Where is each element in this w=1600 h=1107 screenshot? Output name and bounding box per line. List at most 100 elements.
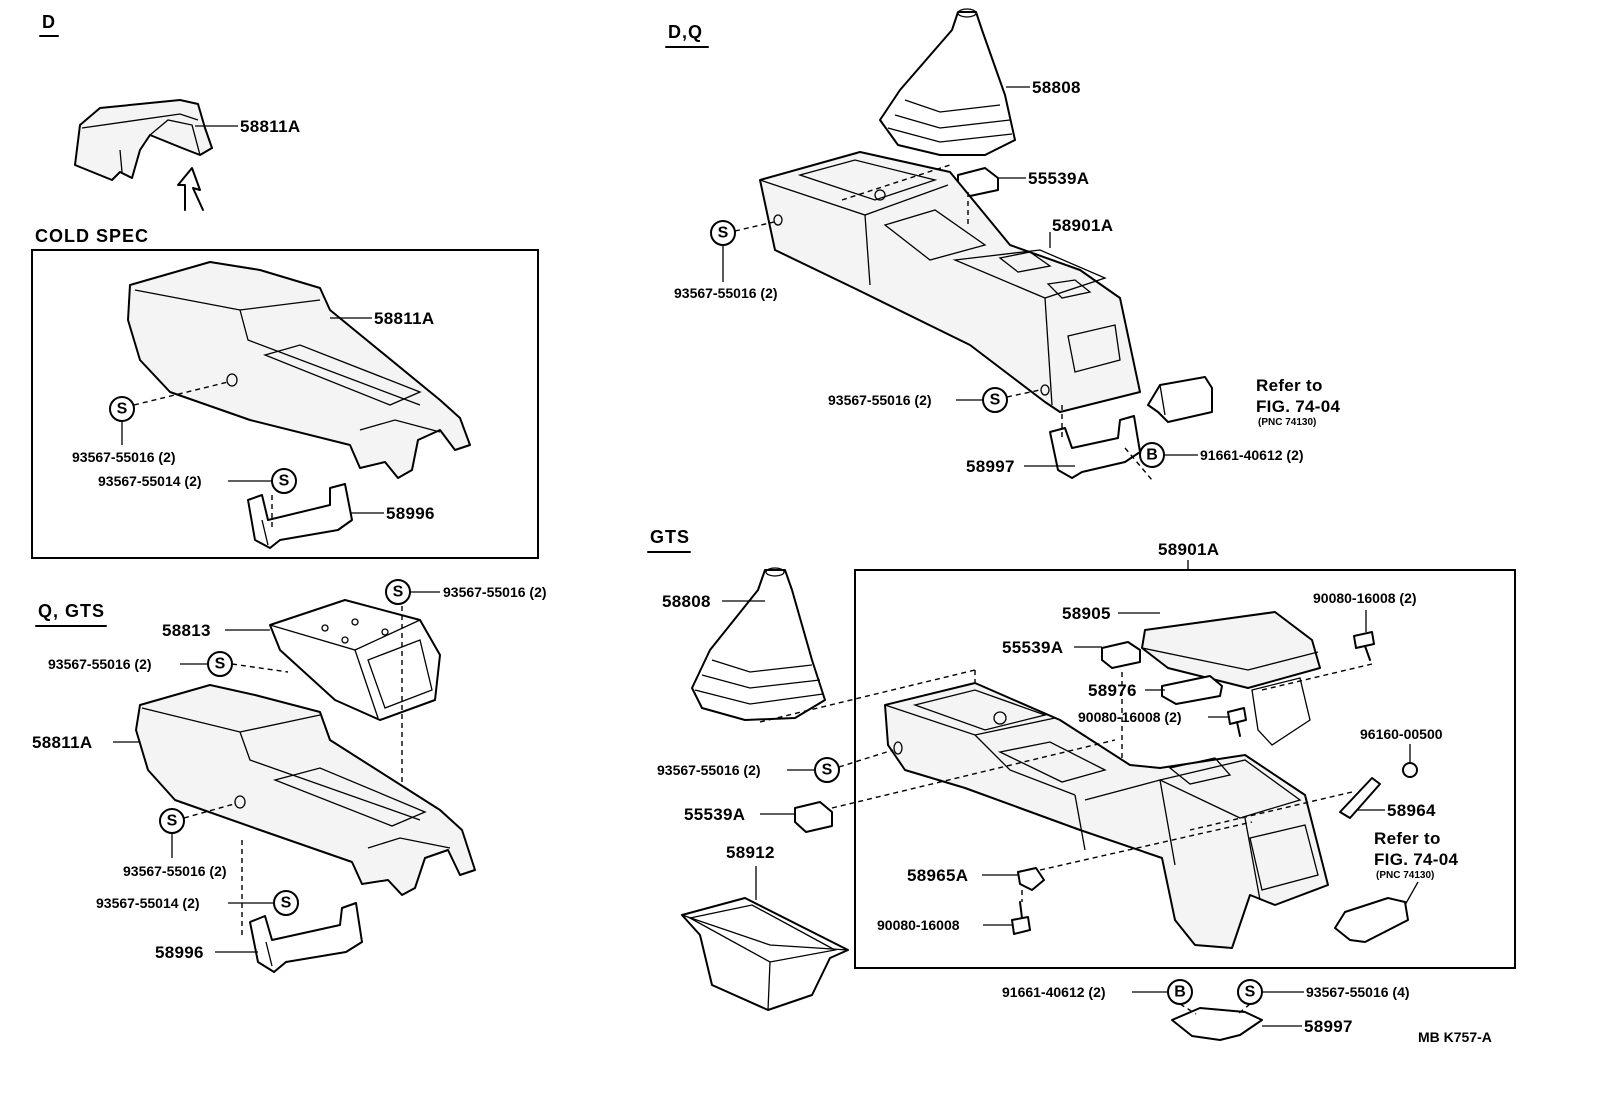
part-label-58965A: 58965A: [907, 866, 968, 885]
screw-symbol-text: S: [718, 225, 729, 242]
ref-refer-to-gts: Refer to: [1374, 829, 1441, 848]
part-drawing-55539A-gts-b: [794, 801, 833, 833]
part-label-93567-55016-qgts-left: 93567-55016 (2): [48, 656, 152, 672]
ref-fig-dq: FIG. 74-04: [1256, 397, 1341, 416]
section-label-dq: D,Q: [668, 22, 703, 42]
dashed-guide: [1039, 821, 1253, 871]
part-label-93567-55016-dq-b: 93567-55016 (2): [828, 392, 932, 408]
bolt-icon: [1011, 901, 1031, 935]
part-label-93567-55016-qgts-top: 93567-55016 (2): [443, 584, 547, 600]
part-drawing-58901A-dq: [759, 151, 1141, 413]
dashed-guide: [759, 669, 976, 723]
ref-refer-to-dq: Refer to: [1256, 376, 1323, 395]
dashed-guide: [1006, 389, 1041, 398]
part-label-90080-16008-gts-a: 90080-16008 (2): [1313, 590, 1417, 606]
part-label-58813: 58813: [162, 621, 211, 640]
part-drawing-58997-gts: [1171, 1003, 1263, 1041]
dashed-guide: [231, 663, 289, 673]
part-label-96160-00500: 96160-00500: [1360, 726, 1443, 742]
screw-symbol-text: S: [279, 473, 290, 490]
screw-symbol-icon: [814, 757, 840, 783]
dashed-guide: [133, 381, 229, 406]
part-drawing-58912: [681, 897, 849, 1011]
part-label-55539A-dq: 55539A: [1028, 169, 1089, 188]
screw-symbol-text: S: [281, 895, 292, 912]
part-label-55539A-gts-b: 55539A: [684, 805, 745, 824]
part-drawing-58965A: [1017, 867, 1045, 891]
part-label-90080-16008-gts-c: 90080-16008: [877, 917, 960, 933]
screw-symbol-text: S: [167, 813, 178, 830]
ref-pnc-gts: (PNC 74130): [1376, 870, 1434, 881]
dashed-guide: [1189, 791, 1353, 831]
ref-fig-gts: FIG. 74-04: [1374, 850, 1459, 869]
screw-symbol-text: S: [117, 401, 128, 418]
dashed-guide: [841, 164, 951, 201]
part-label-58996-qgts: 58996: [155, 943, 204, 962]
part-label-58964: 58964: [1387, 801, 1436, 820]
bolt-icon: [1353, 631, 1375, 661]
part-label-58811A-d: 58811A: [240, 117, 300, 136]
part-label-58811A-qgts: 58811A: [32, 733, 92, 752]
part-drawing-58976: [1161, 675, 1223, 705]
part-label-58912: 58912: [726, 843, 775, 862]
part-label-58905: 58905: [1062, 604, 1111, 623]
part-drawing-58997-dq: [1049, 405, 1153, 481]
dashed-guide: [831, 739, 1116, 809]
section-label-cold-spec: COLD SPEC: [35, 226, 149, 246]
part-drawing-58905: [1141, 611, 1321, 746]
leader-line: [1404, 881, 1419, 906]
arrow-icon: [177, 167, 204, 211]
part-label-90080-16008-gts-b: 90080-16008 (2): [1078, 709, 1182, 725]
ref-pnc-dq: (PNC 74130): [1258, 417, 1316, 428]
part-label-93567-55016-gts-4: 93567-55016 (4): [1306, 984, 1410, 1000]
part-label-93567-55016-dq-a: 93567-55016 (2): [674, 285, 778, 301]
part-label-58997-gts: 58997: [1304, 1017, 1353, 1036]
grommet-icon: [1402, 762, 1418, 778]
part-label-91661-40612-dq: 91661-40612 (2): [1200, 447, 1304, 463]
part-drawing-58811A-cold: [127, 261, 471, 479]
part-drawing-58811A-qgts: [135, 684, 476, 896]
dashed-guide: [1261, 663, 1373, 691]
part-label-55539A-gts-a: 55539A: [1002, 638, 1063, 657]
part-label-58976: 58976: [1088, 681, 1137, 700]
part-drawing-58901A-gts: [884, 682, 1329, 949]
bolt-symbol-text: B: [1174, 984, 1186, 1001]
dashed-guide: [734, 221, 775, 232]
part-label-58901A-dq: 58901A: [1052, 216, 1113, 235]
part-drawing-58808-gts: [691, 567, 826, 721]
part-drawing-lid-gts: [1334, 897, 1409, 943]
part-label-93567-55014-qgts: 93567-55014 (2): [96, 895, 200, 911]
section-label-q-gts: Q, GTS: [38, 601, 105, 621]
dashed-guide: [838, 749, 894, 768]
gts-console-box: [854, 569, 1516, 969]
part-label-91661-40612-gts: 91661-40612 (2): [1002, 984, 1106, 1000]
diagram-code: MB K757-A: [1418, 1029, 1492, 1045]
part-label-58811A-cold: 58811A: [374, 309, 434, 328]
section-label-gts: GTS: [650, 527, 690, 547]
part-drawing-55539A-gts-a: [1101, 641, 1141, 669]
screw-symbol-icon: [271, 468, 297, 494]
screw-symbol-text: S: [393, 584, 404, 601]
part-label-58808-dq: 58808: [1032, 78, 1081, 97]
screw-symbol-text: S: [215, 656, 226, 673]
screw-symbol-text: S: [990, 392, 1001, 409]
part-label-58808-gts: 58808: [662, 592, 711, 611]
screw-symbol-text: S: [822, 762, 833, 779]
part-label-93567-55016-gts: 93567-55016 (2): [657, 762, 761, 778]
part-label-58997-dq: 58997: [966, 457, 1015, 476]
part-label-93567-55014-cold: 93567-55014 (2): [98, 473, 202, 489]
part-drawing-58813: [269, 599, 441, 721]
screw-symbol-icon: [273, 890, 299, 916]
part-drawing-58996-qgts: [249, 902, 363, 973]
part-label-58901A-gts: 58901A: [1158, 540, 1219, 559]
part-label-58996-cold: 58996: [386, 504, 435, 523]
section-label-d: D: [42, 12, 56, 32]
screw-symbol-text: S: [1245, 984, 1256, 1001]
part-drawing-58811A-d: [74, 99, 213, 181]
bolt-symbol-text: B: [1146, 447, 1158, 464]
part-label-93567-55016-cold: 93567-55016 (2): [72, 449, 176, 465]
part-drawing-lid-dq: [1147, 376, 1213, 423]
part-drawing-58964: [1339, 777, 1381, 819]
